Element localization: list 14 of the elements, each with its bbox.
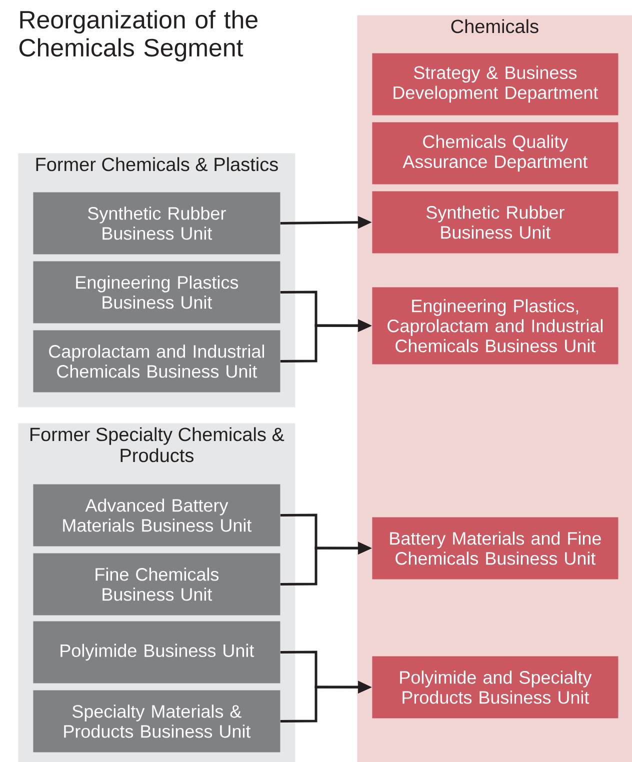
unit-box: Engineering Plastics, Caprolactam and Industrial Chemicals Business Unit bbox=[372, 287, 618, 364]
unit-box: Specialty Materials & Products Business Unit bbox=[33, 690, 280, 752]
unit-box: Strategy & Business Development Department bbox=[372, 53, 618, 116]
unit-box: Polyimide and Specialty Products Business Unit bbox=[372, 656, 618, 718]
unit-box: Chemicals Quality Assurance Department bbox=[372, 122, 618, 184]
unit-box: Polyimide Business Unit bbox=[33, 621, 280, 684]
unit-box: Synthetic Rubber Business Unit bbox=[33, 192, 280, 254]
title: Reorganization of the Chemicals Segment bbox=[19, 10, 258, 62]
unit-box: Advanced Battery Materials Business Unit bbox=[33, 484, 280, 546]
unit-box: Battery Materials and Fine Chemicals Business Unit bbox=[372, 517, 618, 580]
unit-box: Caprolactam and Industrial Chemicals Business Unit bbox=[33, 330, 280, 392]
unit-box: Fine Chemicals Business Unit bbox=[33, 553, 280, 616]
unit-box: Synthetic Rubber Business Unit bbox=[372, 191, 618, 254]
unit-box: Engineering Plastics Business Unit bbox=[33, 261, 280, 324]
